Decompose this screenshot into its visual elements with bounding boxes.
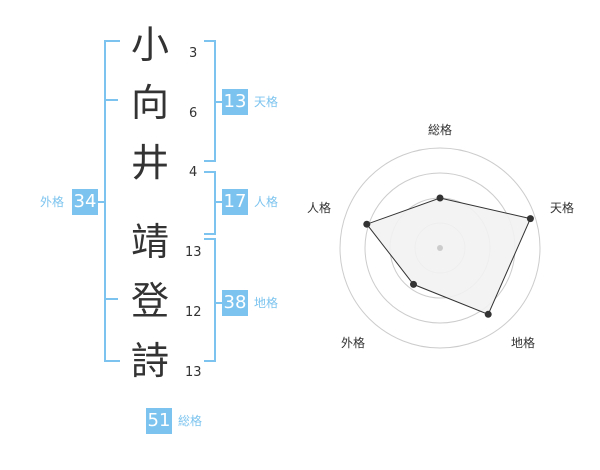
radar-point xyxy=(526,215,534,223)
jinkaku-bracket xyxy=(204,171,216,235)
jinkaku-value: 17 xyxy=(222,189,248,215)
radar-points xyxy=(363,194,534,318)
radar-point xyxy=(363,220,371,228)
radar-point xyxy=(410,280,417,288)
bracket-tick xyxy=(214,101,222,103)
radar-ring xyxy=(339,147,541,349)
soukaku-label: 総格 xyxy=(178,414,203,428)
name-char-3: 井 xyxy=(130,141,169,185)
tenkaku-value: 13 xyxy=(222,89,248,115)
stroke-count-2: 6 xyxy=(189,106,198,121)
jinkaku-label: 人格 xyxy=(254,195,279,209)
tenkaku-label: 天格 xyxy=(254,95,279,109)
radar-axis-label-jinkaku: 人格 xyxy=(307,200,331,215)
radar-axis-label-soukaku: 総格 xyxy=(428,122,452,137)
chikaku-value: 38 xyxy=(222,290,248,316)
name-char-1: 小 xyxy=(130,23,169,67)
stroke-count-6: 13 xyxy=(185,365,202,380)
radar-axis-label-tenkaku: 天格 xyxy=(550,200,574,215)
soukaku-value: 51 xyxy=(146,408,172,434)
chikaku-bracket xyxy=(204,238,216,362)
gaikaku-value: 34 xyxy=(72,189,98,215)
name-char-4: 靖 xyxy=(130,220,169,264)
stroke-count-4: 13 xyxy=(185,245,202,260)
radar-point xyxy=(484,310,492,318)
stroke-count-5: 12 xyxy=(185,305,202,320)
radar-center-dot xyxy=(437,245,443,251)
stroke-count-1: 3 xyxy=(189,46,198,61)
bracket-tick xyxy=(104,298,118,300)
gaikaku-label: 外格 xyxy=(40,195,65,209)
radar-axis-label-chikaku: 地格 xyxy=(511,335,535,350)
gaikaku-bracket xyxy=(104,40,120,362)
radar-series xyxy=(365,197,532,315)
name-char-6: 詩 xyxy=(130,339,169,383)
stroke-count-3: 4 xyxy=(189,165,198,180)
radar-point xyxy=(436,194,444,202)
bracket-tick xyxy=(214,201,222,203)
bracket-tick xyxy=(104,99,118,101)
bracket-tick xyxy=(98,201,105,203)
name-char-5: 登 xyxy=(130,279,169,323)
name-char-2: 向 xyxy=(130,81,169,125)
radar-chart: 総格 天格 地格 外格 人格 xyxy=(307,122,574,350)
radar-axis-label-gaikaku: 外格 xyxy=(341,335,365,350)
chikaku-label: 地格 xyxy=(254,296,279,310)
bracket-tick xyxy=(214,302,222,304)
